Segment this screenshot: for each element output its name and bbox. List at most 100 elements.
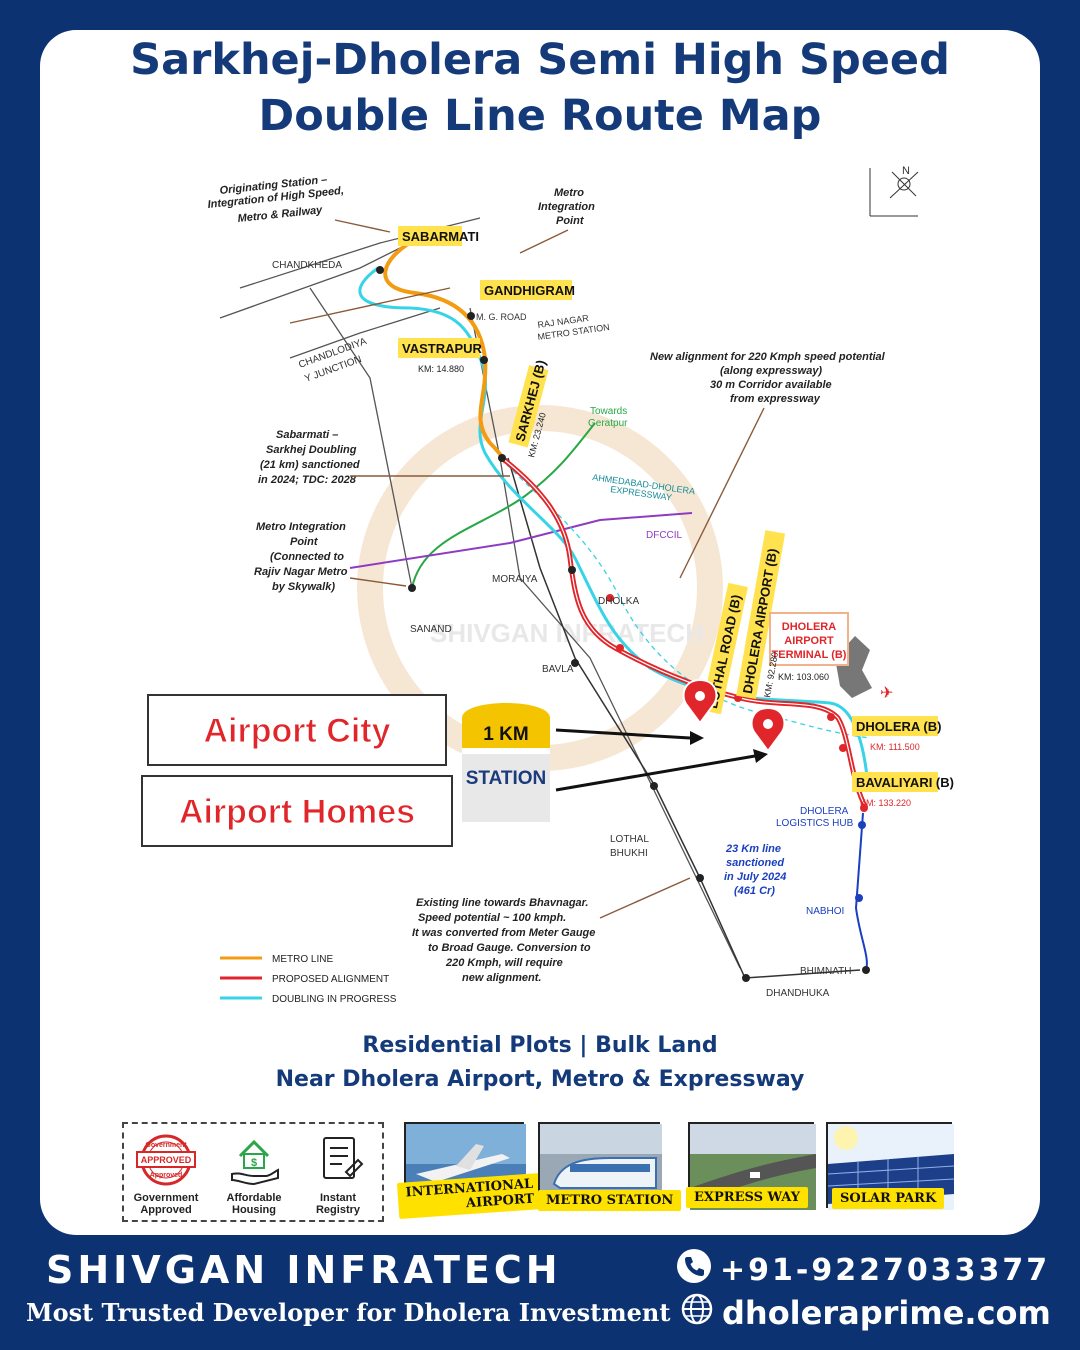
location-pin-icon-2 bbox=[750, 706, 786, 753]
sign-bottom-text: STATION bbox=[466, 768, 547, 789]
place-dfccil: DFCCIL bbox=[646, 530, 683, 541]
metro-line bbox=[383, 236, 508, 465]
website-url: dholeraprime.com bbox=[722, 1294, 1051, 1332]
photo-solar-label: SOLAR PARK bbox=[832, 1188, 945, 1209]
terminal-line-3: TERMINAL (B) bbox=[772, 649, 847, 661]
place-lothal-2: BHUKHI bbox=[610, 848, 648, 859]
note-new-align-4: from expressway bbox=[730, 393, 821, 405]
km-dholera: KM: 111.500 bbox=[870, 742, 920, 752]
legend-metro: METRO LINE bbox=[272, 954, 333, 965]
badge-reg-1: Instant bbox=[319, 1192, 357, 1204]
note-new-align-3: 30 m Corridor available bbox=[710, 379, 832, 391]
note-line23-1: 23 Km line bbox=[725, 843, 781, 855]
note-existing-1: Existing line towards Bhavnagar. bbox=[416, 897, 588, 909]
badge-gov-1: Government bbox=[133, 1192, 199, 1204]
sub-line-2: Near Dholera Airport, Metro & Expressway bbox=[275, 1067, 805, 1092]
note-metro-int-1: Metro bbox=[554, 187, 584, 199]
place-bavla: BAVLA bbox=[542, 664, 574, 675]
svg-text:$: $ bbox=[251, 1157, 257, 1169]
badge-aff-2: Housing bbox=[232, 1204, 276, 1216]
note-existing-2: Speed potential ~ 100 kmph. bbox=[418, 912, 566, 924]
place-bhimnath: BHIMNATH bbox=[800, 966, 851, 977]
place-chandkheda: CHANDKHEDA bbox=[272, 260, 342, 271]
callout-arrow-1 bbox=[555, 728, 691, 740]
phone-contact[interactable]: +91-9227033377 bbox=[676, 1248, 1050, 1292]
km-vastrapur: KM: 14.880 bbox=[418, 364, 464, 374]
stamp-bottom-text: Approved bbox=[150, 1172, 183, 1179]
station-gandhigram: GANDHIGRAM bbox=[484, 283, 575, 298]
document-icon bbox=[323, 1137, 364, 1179]
north-label: N bbox=[902, 165, 910, 177]
watermark-text: SHIVGAN INFRATECH bbox=[430, 618, 704, 648]
note-doubling-1: Sabarmati – bbox=[276, 429, 338, 441]
note-new-align-1: New alignment for 220 Kmph speed potenti… bbox=[650, 351, 886, 363]
stamp-top-text: Government bbox=[145, 1142, 187, 1149]
callout-airport-homes: Airport Homes bbox=[141, 775, 453, 847]
station-sabarmati: SABARMATI bbox=[402, 229, 479, 244]
callout-airport-city: Airport City bbox=[147, 694, 447, 766]
note-existing-6: new alignment. bbox=[462, 972, 541, 984]
callout-airport-homes-text: Airport Homes bbox=[179, 793, 415, 831]
place-lothal-1: LOTHAL bbox=[610, 834, 649, 845]
note-line23-4: (461 Cr) bbox=[734, 885, 775, 897]
legend-doubling: DOUBLING IN PROGRESS bbox=[272, 994, 397, 1005]
station-bavaliyari: BAVALIYARI (B) bbox=[856, 775, 954, 790]
sub-line-1: Residential Plots | Bulk Land bbox=[362, 1033, 718, 1058]
callout-airport-city-text: Airport City bbox=[204, 712, 391, 750]
place-dholka: DHOLKA bbox=[598, 596, 639, 607]
note-metro-int2-4: Rajiv Nagar Metro bbox=[254, 566, 348, 578]
house-hand-icon: $ bbox=[231, 1139, 279, 1186]
place-mg-road: M. G. ROAD bbox=[476, 312, 527, 322]
note-metro-int2-1: Metro Integration bbox=[256, 521, 346, 533]
station-vastrapur: VASTRAPUR bbox=[402, 341, 483, 356]
company-name: SHIVGAN INFRATECH bbox=[46, 1248, 562, 1292]
note-metro-int2-5: by Skywalk) bbox=[272, 581, 335, 593]
badge-aff-1: Affordable bbox=[226, 1192, 282, 1204]
note-doubling-4: in 2024; TDC: 2028 bbox=[258, 474, 357, 486]
stamp-mid-text: APPROVED bbox=[141, 1155, 192, 1165]
callout-arrowhead-2 bbox=[753, 749, 768, 763]
website-link[interactable]: dholeraprime.com bbox=[680, 1292, 1051, 1334]
badge-instant-registry: Instant Registry bbox=[296, 1132, 380, 1216]
note-line23-2: sanctioned bbox=[726, 857, 784, 869]
terminal-line-1: DHOLERA bbox=[782, 621, 836, 633]
badge-panel: Government APPROVED Approved Government … bbox=[122, 1122, 384, 1222]
phone-icon bbox=[676, 1248, 712, 1292]
badge-reg-2: Registry bbox=[315, 1204, 361, 1216]
map-background bbox=[180, 158, 940, 1018]
legend-proposed: PROPOSED ALIGNMENT bbox=[272, 974, 389, 985]
badge-affordable-housing: $ Affordable Housing bbox=[212, 1132, 296, 1216]
place-towards-2: Geratpur bbox=[588, 418, 628, 429]
note-new-align-2: (along expressway) bbox=[720, 365, 822, 377]
place-sanand: SANAND bbox=[410, 624, 452, 635]
globe-icon bbox=[680, 1292, 714, 1334]
terminal-box bbox=[769, 612, 849, 666]
note-line23-3: in July 2024 bbox=[724, 871, 786, 883]
location-pin-icon bbox=[682, 678, 718, 725]
note-doubling-3: (21 km) sanctioned bbox=[260, 459, 360, 471]
company-tagline: Most Trusted Developer for Dholera Inves… bbox=[26, 1298, 671, 1327]
approved-stamp-icon: Government APPROVED Approved bbox=[136, 1134, 196, 1186]
title-line-1: Sarkhej-Dholera Semi High Speed bbox=[130, 35, 950, 85]
main-card: Sarkhej-Dholera Semi High Speed Double L… bbox=[40, 30, 1040, 1235]
note-existing-3: It was converted from Meter Gauge bbox=[412, 927, 595, 939]
note-doubling-2: Sarkhej Doubling bbox=[266, 444, 357, 456]
terminal-line-2: AIRPORT bbox=[784, 635, 834, 647]
callout-arrowhead-1 bbox=[690, 731, 704, 745]
doubling-line bbox=[358, 266, 870, 789]
photo-metro-label: METRO STATION bbox=[538, 1190, 682, 1211]
plane-icon: ✈ bbox=[880, 685, 893, 702]
place-logistics-1: DHOLERA bbox=[800, 806, 849, 817]
sign-top-text: 1 KM bbox=[483, 724, 528, 745]
note-existing-4: to Broad Gauge. Conversion to bbox=[428, 942, 591, 954]
place-nabhoi: NABHOI bbox=[806, 906, 844, 917]
photo-expressway-label: EXPRESS WAY bbox=[686, 1187, 808, 1208]
route-map: SHIVGAN INFRATECH N bbox=[141, 158, 954, 1018]
note-metro-int-3: Point bbox=[556, 215, 585, 227]
place-towards-1: Towards bbox=[590, 406, 627, 417]
km-bavaliyari: KM: 133.220 bbox=[860, 798, 911, 808]
callout-arrow-2 bbox=[555, 754, 756, 792]
place-logistics-2: LOGISTICS HUB bbox=[776, 818, 854, 829]
station-signpost: 1 KM STATION bbox=[462, 703, 550, 822]
map-legend: METRO LINE PROPOSED ALIGNMENT DOUBLING I… bbox=[220, 954, 397, 1005]
